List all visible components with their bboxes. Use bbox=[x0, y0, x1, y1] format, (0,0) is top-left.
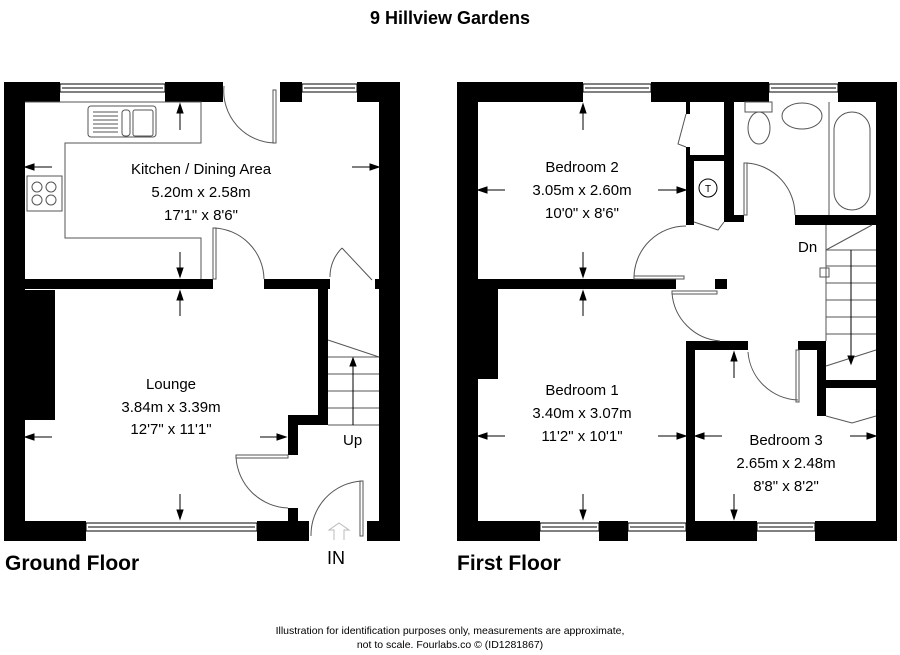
entrance-label: IN bbox=[327, 548, 345, 568]
ground-floor-fixtures bbox=[25, 85, 380, 537]
ground-floor-arrows bbox=[23, 102, 381, 521]
room-kitchen-label: Kitchen / Dining Area 5.20m x 2.58m 17'1… bbox=[131, 161, 272, 224]
svg-text:Bedroom 1: Bedroom 1 bbox=[545, 382, 618, 399]
svg-text:11'2" x 10'1": 11'2" x 10'1" bbox=[541, 428, 622, 445]
svg-text:Bedroom 3: Bedroom 3 bbox=[749, 432, 822, 449]
svg-text:8'8" x 8'2": 8'8" x 8'2" bbox=[753, 478, 819, 495]
stairs-down-label: Dn bbox=[798, 239, 817, 256]
svg-text:2.65m x 2.48m: 2.65m x 2.48m bbox=[736, 455, 835, 472]
svg-text:10'0" x 8'6": 10'0" x 8'6" bbox=[545, 205, 619, 222]
svg-text:3.05m x 2.60m: 3.05m x 2.60m bbox=[532, 182, 631, 199]
first-floor-arrows bbox=[476, 102, 878, 521]
room-bedroom1-label: Bedroom 1 3.40m x 3.07m 11'2" x 10'1" bbox=[532, 382, 631, 445]
svg-text:3.40m x 3.07m: 3.40m x 3.07m bbox=[532, 405, 631, 422]
disclaimer: Illustration for identification purposes… bbox=[250, 624, 650, 652]
first-floor-walls bbox=[457, 82, 897, 541]
ground-floor-windows bbox=[59, 83, 358, 532]
svg-text:3.84m x 3.39m: 3.84m x 3.39m bbox=[121, 399, 220, 416]
first-floor-label: First Floor bbox=[457, 552, 561, 575]
room-bedroom2-label: Bedroom 2 3.05m x 2.60m 10'0" x 8'6" bbox=[532, 159, 631, 222]
disclaimer-line-1: Illustration for identification purposes… bbox=[275, 625, 625, 637]
svg-text:5.20m x 2.58m: 5.20m x 2.58m bbox=[151, 184, 250, 201]
room-lounge-label: Lounge 3.84m x 3.39m 12'7" x 11'1" bbox=[121, 376, 220, 438]
svg-text:17'1" x 8'6": 17'1" x 8'6" bbox=[164, 207, 238, 224]
first-floor-windows bbox=[539, 83, 839, 532]
ground-floor-walls bbox=[4, 82, 400, 541]
svg-text:Kitchen / Dining Area: Kitchen / Dining Area bbox=[131, 161, 272, 178]
tank-label: T bbox=[705, 184, 711, 195]
plan-title: 9 Hillview Gardens bbox=[369, 8, 531, 28]
stairs-up-label: Up bbox=[343, 432, 362, 449]
room-bedroom3-label: Bedroom 3 2.65m x 2.48m 8'8" x 8'2" bbox=[736, 432, 835, 495]
svg-text:Bedroom 2: Bedroom 2 bbox=[545, 159, 618, 176]
entrance-arrow-icon bbox=[327, 522, 351, 540]
svg-text:Lounge: Lounge bbox=[146, 376, 196, 393]
ground-floor-label: Ground Floor bbox=[5, 552, 140, 575]
svg-text:12'7" x 11'1": 12'7" x 11'1" bbox=[130, 421, 211, 438]
disclaimer-line-2: not to scale. Fourlabs.co © (ID1281867) bbox=[356, 639, 544, 651]
first-floor-fixtures bbox=[633, 101, 877, 424]
